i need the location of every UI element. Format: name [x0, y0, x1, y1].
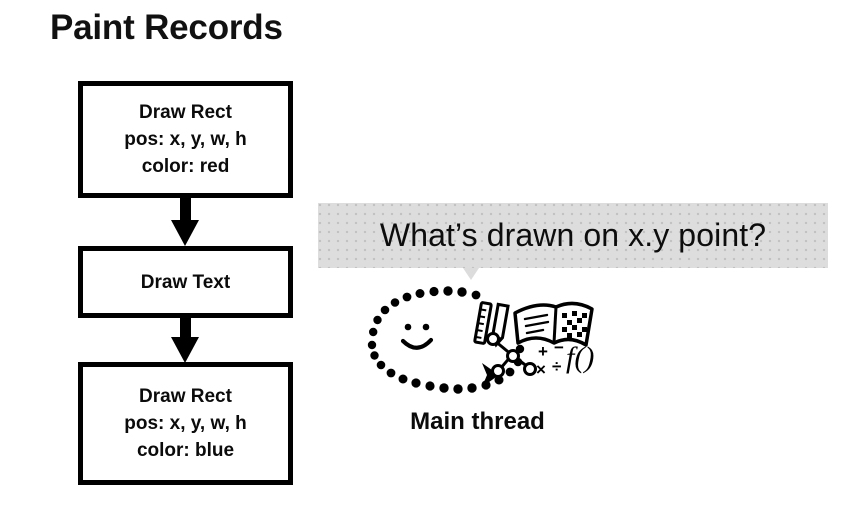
svg-text:f(): f()	[566, 341, 594, 374]
main-thread-doodle: + − × ÷ f()	[360, 283, 595, 403]
smiley-face-icon	[400, 323, 434, 350]
speech-bubble: What’s drawn on x.y point?	[318, 203, 828, 268]
record-line-title: Draw Text	[140, 271, 231, 293]
arrow-head	[171, 337, 199, 363]
record-line-color: color: blue	[136, 440, 235, 461]
tree-graph-icon	[486, 332, 537, 378]
main-thread-label: Main thread	[410, 408, 545, 435]
open-book-icon	[513, 301, 594, 347]
speech-bubble-text: What’s drawn on x.y point?	[379, 217, 767, 253]
down-arrow-icon	[171, 198, 200, 246]
math-minus: −	[554, 338, 564, 357]
chevron-arrow-icon	[482, 363, 499, 387]
record-line-title: Draw Rect	[139, 386, 232, 407]
record-line-pos: pos: x, y, w, h	[124, 413, 247, 434]
math-divide: ÷	[552, 357, 561, 376]
speech-tail-icon	[463, 268, 479, 280]
down-arrow-icon	[171, 318, 200, 363]
record-line-title: Draw Rect	[139, 102, 232, 123]
record-line-pos: pos: x, y, w, h	[124, 129, 247, 150]
arrow-shaft	[180, 198, 191, 220]
math-operators-icon: + − × ÷	[536, 338, 564, 379]
paint-record-box-draw-text: Draw Text	[78, 246, 293, 318]
function-notation-icon: f()	[566, 341, 594, 374]
ruler-icon	[473, 301, 493, 345]
arrow-head	[171, 220, 199, 246]
math-times: ×	[536, 360, 546, 379]
math-plus: +	[538, 342, 548, 361]
paint-record-box-draw-rect-red: Draw Rect pos: x, y, w, h color: red	[78, 81, 293, 198]
arrow-shaft	[180, 318, 191, 337]
record-line-color: color: red	[141, 156, 230, 177]
page-title: Paint Records	[50, 8, 283, 47]
dotted-ellipse-icon	[367, 286, 525, 394]
paint-record-box-draw-rect-blue: Draw Rect pos: x, y, w, h color: blue	[78, 362, 293, 485]
